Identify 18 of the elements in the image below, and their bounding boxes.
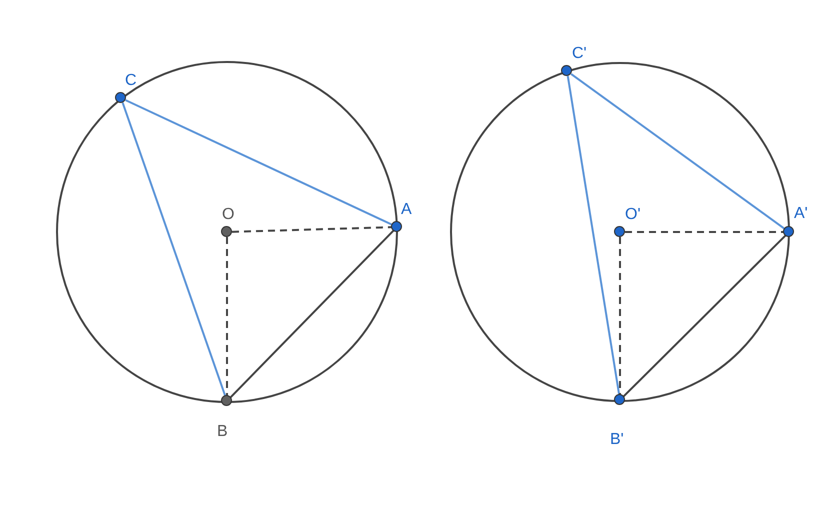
point-label: A bbox=[401, 201, 412, 219]
line-segment bbox=[125, 99, 393, 226]
point-label: O' bbox=[625, 206, 640, 224]
dashed-segment bbox=[226, 237, 228, 396]
point-label: A' bbox=[794, 205, 808, 223]
line-segment bbox=[570, 73, 786, 230]
point-label: B bbox=[217, 423, 228, 441]
line-segment bbox=[230, 230, 394, 398]
dashed-segment bbox=[625, 231, 784, 233]
line-segment bbox=[122, 102, 226, 397]
point-label: C bbox=[125, 72, 137, 90]
dashed-segment bbox=[619, 237, 621, 395]
dashed-segment bbox=[232, 226, 392, 233]
point-label: O bbox=[222, 206, 234, 224]
point-label: C' bbox=[572, 45, 587, 63]
line-segment bbox=[622, 234, 786, 398]
point-label: B' bbox=[610, 431, 624, 449]
line-segment bbox=[566, 76, 620, 396]
